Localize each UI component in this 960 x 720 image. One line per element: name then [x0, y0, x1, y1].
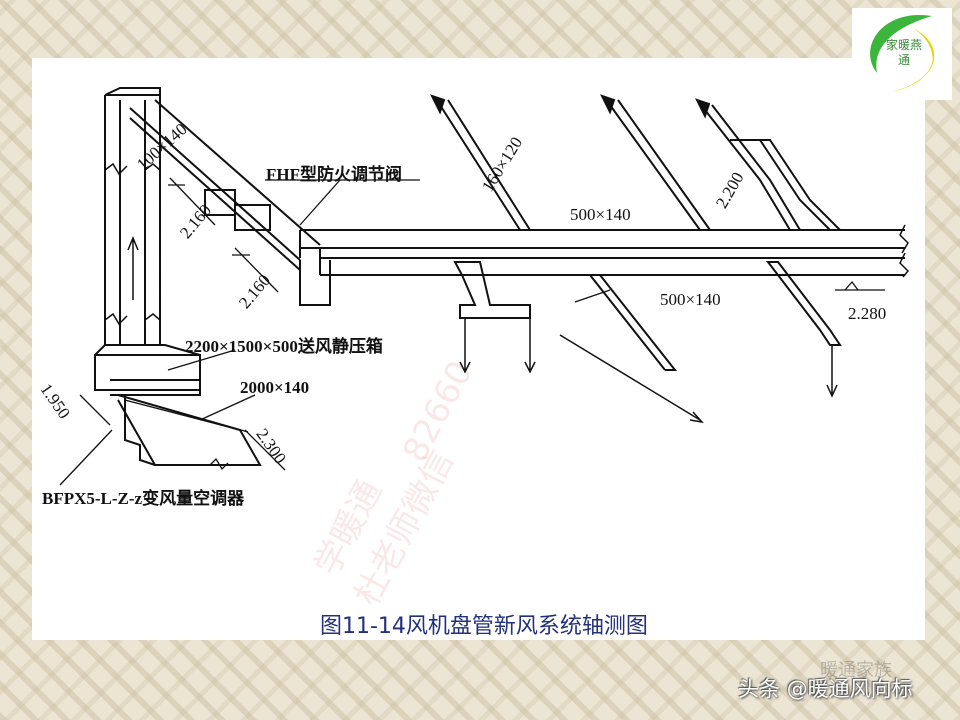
logo-text: 家暖燕通: [885, 38, 922, 67]
label-elevation: 2.280: [848, 304, 887, 323]
footer-faint-text: 暖通家族: [820, 660, 892, 681]
lower-duct-leader: [574, 289, 611, 303]
footer-account: 头条 @暖通风向标: [738, 677, 913, 701]
label-duct-2000: 2000×140: [240, 378, 310, 397]
figure-caption: 图11-14风机盘管新风系统轴测图: [320, 614, 648, 639]
vertical-riser: [104, 87, 161, 345]
ahu-and-plenum: [59, 344, 286, 486]
label-plenum-box: 2200×1500×500送风静压箱: [185, 337, 383, 356]
lower-branches: [453, 261, 885, 424]
logo-swoosh-icon: [870, 14, 935, 93]
fire-damper-leader: [265, 179, 420, 226]
top-diagonal-duct: [129, 99, 331, 306]
upper-branches: [430, 94, 841, 231]
label-main-duct-lower: 500×140: [660, 290, 721, 309]
logo: 家暖燕通: [852, 8, 952, 100]
main-duct: [299, 224, 910, 278]
label-ahu: BFPX5-L-Z-z变风量空调器: [42, 489, 245, 508]
label-fire-damper: FHF型防火调节阀: [266, 165, 402, 184]
label-main-duct-upper: 500×140: [570, 205, 631, 224]
